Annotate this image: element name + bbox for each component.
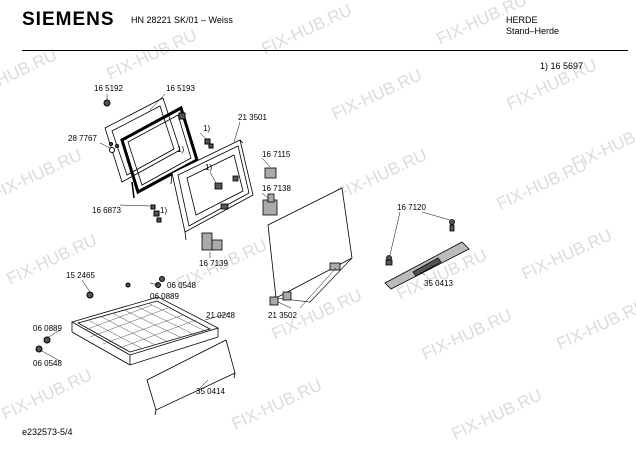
part-label: 06 0548 bbox=[33, 359, 62, 368]
hinge-part bbox=[201, 232, 223, 251]
door-seal-frame bbox=[120, 105, 199, 199]
watermark: FIX-HUB.RU bbox=[104, 25, 200, 83]
watermark: FIX-HUB.RU bbox=[494, 155, 590, 213]
part-label: 06 0548 bbox=[167, 281, 196, 290]
part-label: 21 3502 bbox=[268, 311, 297, 320]
watermark: FIX-HUB.RU bbox=[554, 295, 636, 353]
part-label: 16 7120 bbox=[397, 203, 426, 212]
drawer-tray bbox=[70, 296, 220, 366]
part-label: 16 7115 bbox=[262, 150, 291, 159]
part-label: 15 2465 bbox=[66, 271, 95, 280]
part-label: 28 7767 bbox=[68, 134, 97, 143]
part-label: 35 0414 bbox=[196, 387, 225, 396]
part-label: 16 5193 bbox=[166, 84, 195, 93]
door-handle bbox=[384, 219, 470, 290]
clip-parts bbox=[103, 99, 214, 223]
part-label: 1) bbox=[203, 124, 210, 133]
door-glass-inner bbox=[104, 97, 181, 183]
inner-door-frame bbox=[170, 139, 254, 241]
part-label: 1) bbox=[177, 145, 184, 154]
part-label: 06 0889 bbox=[33, 324, 62, 333]
document-id: e232573-5/4 bbox=[22, 427, 73, 437]
outer-door-glass bbox=[267, 187, 353, 306]
watermark: FIX-HUB.RU bbox=[0, 365, 95, 423]
part-label: 21 3501 bbox=[238, 113, 267, 122]
watermark: FIX-HUB.RU bbox=[449, 385, 545, 443]
part-label: 16 5192 bbox=[94, 84, 123, 93]
part-label: 1) bbox=[160, 206, 167, 215]
part-label: 16 7139 bbox=[199, 259, 228, 268]
watermark: FIX-HUB.RU bbox=[229, 375, 325, 433]
part-label: 16 6873 bbox=[92, 206, 121, 215]
watermark: FIX-HUB.RU bbox=[329, 65, 425, 123]
part-label: 21 0248 bbox=[206, 311, 235, 320]
subcategory-label: Stand–Herde bbox=[506, 26, 560, 36]
watermark: FIX-HUB.RU bbox=[334, 145, 430, 203]
drawer-front bbox=[146, 339, 236, 416]
part-labels: 16 5192 16 5193 28 7767 1) 21 3501 1) 16… bbox=[33, 84, 453, 396]
leader-lines bbox=[39, 93, 451, 389]
footnote: 1) 16 5697 bbox=[540, 61, 584, 71]
brand-logo: SIEMENS bbox=[22, 9, 115, 30]
model-title: HN 28221 SK/01 – Weiss bbox=[131, 15, 233, 25]
watermark: FIX-HUB.RU bbox=[0, 45, 60, 103]
header-divider bbox=[22, 50, 628, 51]
screw-parts bbox=[35, 276, 165, 353]
watermark: FIX-HUB.RU bbox=[419, 305, 515, 363]
hinge-part bbox=[262, 167, 278, 216]
watermark: FIX-HUB.RU bbox=[0, 145, 85, 203]
part-label: 16 7138 bbox=[262, 184, 291, 193]
category-label: HERDE bbox=[506, 15, 538, 25]
part-label: 35 0413 bbox=[424, 279, 453, 288]
part-label: 1) bbox=[205, 163, 212, 172]
part-label: 06 0889 bbox=[150, 292, 179, 301]
watermark: FIX-HUB.RU bbox=[519, 225, 615, 283]
